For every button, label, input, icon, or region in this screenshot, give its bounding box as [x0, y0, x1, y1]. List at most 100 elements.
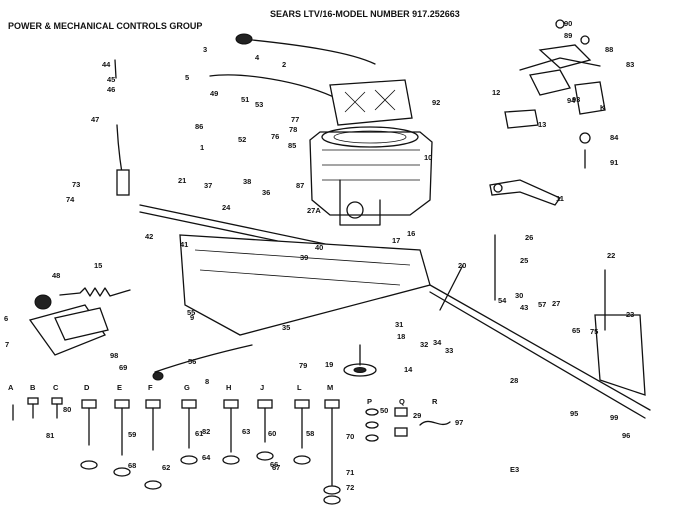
callout-13: 13 — [538, 120, 546, 129]
callout-18: 18 — [397, 332, 405, 341]
callout-96: 96 — [622, 431, 630, 440]
letter-h: H — [226, 383, 231, 392]
callout-23: 23 — [626, 310, 634, 319]
callout-83: 83 — [626, 60, 634, 69]
callout-26: 26 — [525, 233, 533, 242]
callout-2: 2 — [282, 60, 286, 69]
callout-90: 90 — [564, 19, 572, 28]
callout-60: 60 — [268, 429, 276, 438]
callout-98: 98 — [110, 351, 118, 360]
callout-74: 74 — [66, 195, 75, 204]
callout-62: 62 — [162, 463, 170, 472]
callout-3: 3 — [203, 45, 207, 54]
callout-34: 34 — [433, 338, 442, 347]
callout-51: 51 — [241, 95, 249, 104]
clutch-lever — [114, 59, 130, 196]
callout-38: 38 — [243, 177, 251, 186]
callout-28: 28 — [510, 376, 518, 385]
callout-78: 78 — [289, 125, 297, 134]
callout-86: 86 — [195, 122, 203, 131]
callout-63: 63 — [242, 427, 250, 436]
callout-16: 16 — [407, 229, 415, 238]
callout-54: 54 — [498, 296, 507, 305]
hardware-row — [12, 397, 451, 505]
callout-46: 46 — [107, 85, 115, 94]
letter-f: F — [148, 383, 153, 392]
callout-12: 12 — [492, 88, 500, 97]
callout-88: 88 — [605, 45, 613, 54]
callout-61: 61 — [195, 429, 203, 438]
callout-8: 8 — [205, 377, 209, 386]
engine — [309, 126, 433, 226]
callout-40: 40 — [315, 243, 323, 252]
callout-10: 10 — [424, 153, 432, 162]
callout-6: 6 — [4, 314, 8, 323]
callout-20: 20 — [458, 261, 466, 270]
callout-14: 14 — [404, 365, 413, 374]
callout-89: 89 — [564, 31, 572, 40]
callout-80: 80 — [63, 405, 71, 414]
callout-49: 49 — [210, 89, 218, 98]
callout-53: 53 — [255, 100, 263, 109]
callout-48: 48 — [52, 271, 60, 280]
callout-45: 45 — [107, 75, 115, 84]
right-linkage — [429, 234, 651, 419]
pulley — [343, 344, 377, 377]
letter-k: K — [600, 103, 606, 112]
callout-11: 11 — [556, 194, 564, 203]
callout-71: 71 — [346, 468, 354, 477]
letter-g: G — [184, 383, 190, 392]
letter-b: B — [30, 383, 36, 392]
callout-70: 70 — [346, 432, 354, 441]
callout-37: 37 — [204, 181, 212, 190]
letter-a: A — [8, 383, 14, 392]
callout-55: 55 — [187, 308, 195, 317]
callout-94: 94 — [567, 96, 576, 105]
model-title: SEARS LTV/16-MODEL NUMBER 917.252663 — [270, 9, 460, 19]
callout-69: 69 — [119, 363, 127, 372]
letter-m: M — [327, 383, 333, 392]
callout-87: 87 — [296, 181, 304, 190]
callout-5: 5 — [185, 73, 189, 82]
callout-67: 67 — [272, 463, 280, 472]
callout-1: 1 — [200, 143, 204, 152]
callout-36: 36 — [262, 188, 270, 197]
callout-82: 82 — [202, 427, 210, 436]
frame-plate — [179, 234, 431, 336]
callout-39: 39 — [300, 253, 308, 262]
letter-q: Q — [399, 397, 405, 406]
top-right-bracket-assembly — [504, 19, 606, 169]
callout-66: 66 — [270, 460, 278, 469]
callout-labels: 1234567891011121314151617181920212223242… — [4, 19, 634, 492]
callout-27a: 27A — [307, 206, 321, 215]
callout-84: 84 — [610, 133, 619, 142]
callout-76: 76 — [271, 132, 279, 141]
callout-17: 17 — [392, 236, 400, 245]
callout-95: 95 — [570, 409, 578, 418]
callout-99: 99 — [610, 413, 618, 422]
callout-57: 57 — [538, 300, 546, 309]
callout-24: 24 — [222, 203, 231, 212]
corner-mark: E3 — [510, 465, 519, 474]
callout-68: 68 — [128, 461, 136, 470]
callout-43: 43 — [520, 303, 528, 312]
spring — [59, 287, 131, 297]
callout-91: 91 — [610, 158, 618, 167]
callout-77: 77 — [291, 115, 299, 124]
callout-25: 25 — [520, 256, 528, 265]
callout-15: 15 — [94, 261, 102, 270]
callout-81: 81 — [46, 431, 54, 440]
callout-52: 52 — [238, 135, 246, 144]
control-cable — [209, 33, 376, 101]
callout-31: 31 — [395, 320, 403, 329]
callout-4: 4 — [255, 53, 260, 62]
callout-47: 47 — [91, 115, 99, 124]
callout-92: 92 — [432, 98, 440, 107]
callout-22: 22 — [607, 251, 615, 260]
letter-l: L — [297, 383, 302, 392]
callout-27: 27 — [552, 299, 560, 308]
callout-41: 41 — [180, 240, 188, 249]
callout-85: 85 — [288, 141, 296, 150]
letter-r: R — [432, 397, 438, 406]
